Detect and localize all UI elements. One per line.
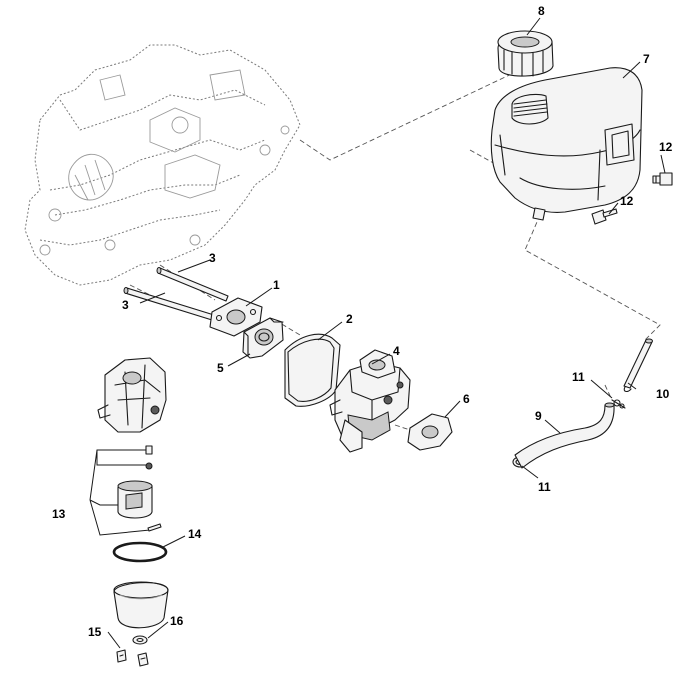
- callout-3-upper: 3: [209, 251, 216, 265]
- float-bowl: [113, 581, 169, 629]
- leader-lines: [107, 17, 666, 649]
- part-16-washer: [132, 635, 148, 645]
- part-10-fuel-line: [623, 338, 653, 392]
- callout-5: 5: [217, 361, 224, 375]
- carburetor-small-view: [97, 357, 167, 433]
- callout-2: 2: [346, 312, 353, 326]
- callout-4: 4: [393, 344, 400, 358]
- part-1-gasket: [209, 297, 263, 337]
- callout-3-lower: 3: [122, 298, 129, 312]
- engine-block-outline: [24, 44, 301, 286]
- callout-12-lower: 12: [620, 194, 634, 208]
- callout-12-upper: 12: [659, 140, 673, 154]
- part-12-screw-upper: [652, 172, 673, 186]
- part-4-carburetor: [329, 349, 411, 453]
- part-5-spacer: [242, 317, 284, 359]
- callout-10: 10: [656, 387, 670, 401]
- callout-13: 13: [52, 507, 66, 521]
- part-7-fuel-tank: [490, 67, 643, 221]
- callout-1: 1: [273, 278, 280, 292]
- callout-16: 16: [170, 614, 184, 628]
- callout-15: 15: [88, 625, 102, 639]
- callout-6: 6: [463, 392, 470, 406]
- part-15-screws: [116, 649, 149, 667]
- part-6-gasket: [407, 413, 453, 451]
- part-9-fuel-hose: [514, 402, 615, 469]
- part-2-plate-gasket: [284, 333, 341, 407]
- part-14-o-ring: [112, 541, 168, 563]
- part-3-stud-lower: [123, 287, 215, 321]
- callout-11-lower: 11: [538, 480, 551, 494]
- callout-labels: 8 7 12 12 3 3 1 2 4 5 6 11 10 9 11 13 14…: [52, 4, 673, 639]
- part-12-screw-lower: [591, 208, 618, 225]
- callout-8: 8: [538, 4, 545, 18]
- callout-7: 7: [643, 52, 650, 66]
- callout-9: 9: [535, 409, 542, 423]
- part-11-clip-upper: [611, 399, 626, 409]
- callout-14: 14: [188, 527, 202, 541]
- callout-11-upper: 11: [572, 370, 585, 384]
- part-8-fuel-cap: [497, 30, 554, 77]
- part-13-kit: [89, 445, 162, 536]
- part-3-stud-upper: [156, 267, 229, 302]
